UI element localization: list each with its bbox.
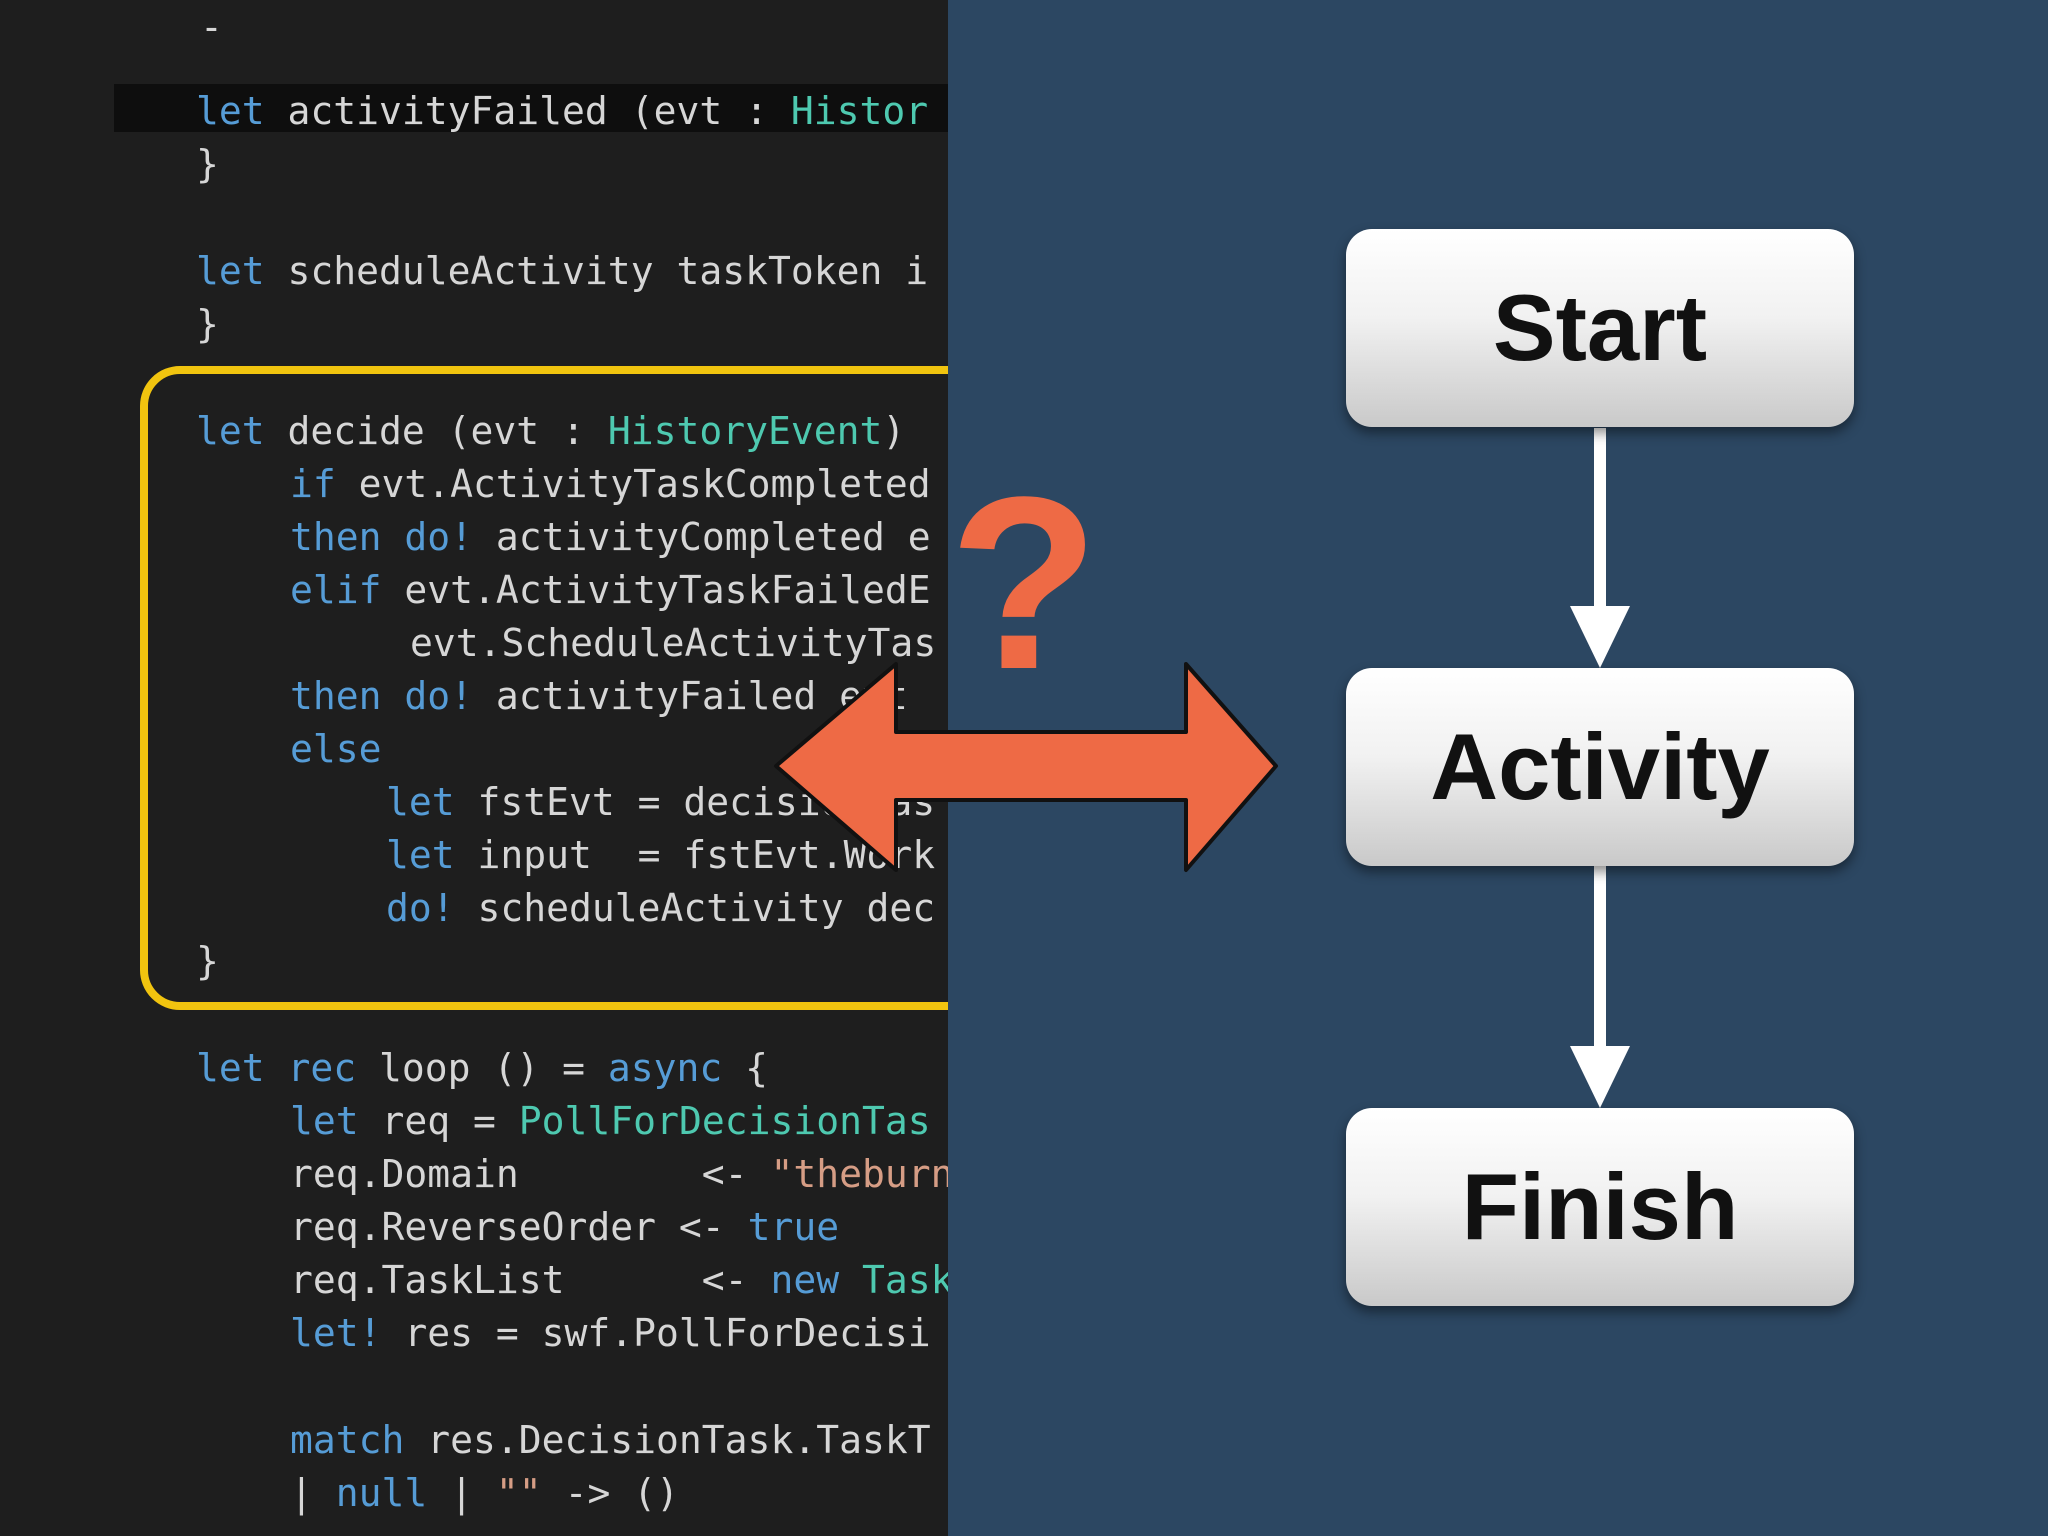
code-line: elif evt.ActivityTaskFailedE xyxy=(290,563,931,617)
code-token: do! xyxy=(404,674,474,718)
code-token: evt.ActivityTaskCompleted xyxy=(335,462,931,506)
code-token: } xyxy=(196,302,219,346)
workflow-step-activity-label: Activity xyxy=(1430,714,1770,819)
start-to-activity-connector xyxy=(1570,428,1630,668)
code-line: let scheduleActivity taskToken i xyxy=(196,244,928,298)
code-token: Histor xyxy=(790,89,929,133)
code-token: | xyxy=(427,1471,496,1515)
code-token: req.ReverseOrder <- xyxy=(290,1205,748,1249)
code-line: then do! activityCompleted e xyxy=(290,510,931,564)
code-token: let xyxy=(386,833,455,877)
code-line: - xyxy=(200,0,223,54)
activity-to-finish-connector xyxy=(1570,866,1630,1108)
code-line: } xyxy=(196,137,219,191)
code-token: let xyxy=(196,1046,265,1090)
code-token: evt.ScheduleActivityTas xyxy=(410,621,937,665)
double-headed-arrow-icon xyxy=(774,662,1278,872)
code-token: elif xyxy=(290,568,382,612)
code-token: PollForDecisionTas xyxy=(518,1099,931,1143)
code-token: req = xyxy=(358,1099,519,1143)
code-token: res = swf.PollForDecisi xyxy=(381,1311,931,1355)
code-token: loop () = xyxy=(356,1046,608,1090)
code-token: else xyxy=(290,727,382,771)
code-token: do! xyxy=(386,886,455,930)
code-token: match xyxy=(290,1418,405,1462)
code-line: } xyxy=(196,297,219,351)
code-token: activityCompleted e xyxy=(473,515,931,559)
code-line: req.TaskList <- new Task xyxy=(290,1253,948,1307)
code-token: scheduleActivity taskToken i xyxy=(264,249,929,293)
code-token: evt.ActivityTaskFailedE xyxy=(381,568,931,612)
workflow-step-finish-label: Finish xyxy=(1461,1154,1739,1259)
code-token: } xyxy=(196,939,219,983)
code-token: if xyxy=(290,462,336,506)
code-line: let! res = swf.PollForDecisi xyxy=(290,1306,931,1360)
question-mark-icon: ? xyxy=(949,446,1099,721)
code-token: let xyxy=(196,89,265,133)
code-line: do! scheduleActivity dec xyxy=(386,881,935,935)
code-token: do! xyxy=(404,515,474,559)
code-line: let decide (evt : HistoryEvent) xyxy=(196,404,905,458)
code-token: decide (evt : xyxy=(264,409,608,453)
code-line: let req = PollForDecisionTas xyxy=(290,1094,931,1148)
code-token: let xyxy=(386,780,455,824)
code-token: async xyxy=(607,1046,723,1090)
code-token: let xyxy=(196,249,265,293)
code-token: | xyxy=(290,1471,336,1515)
code-line: req.ReverseOrder <- true xyxy=(290,1200,839,1254)
code-line: | null | "" -> () xyxy=(290,1466,679,1520)
code-token: "" xyxy=(495,1471,542,1515)
workflow-step-start: Start xyxy=(1346,229,1854,427)
code-line: req.Domain <- "theburn xyxy=(290,1147,948,1201)
code-line: let activityFailed (evt : Histor xyxy=(196,84,928,138)
code-token: true xyxy=(747,1205,840,1249)
code-token: - xyxy=(200,5,223,49)
code-line: } xyxy=(196,934,219,988)
code-token: then xyxy=(290,515,382,559)
code-token: HistoryEvent xyxy=(607,409,883,453)
code-token: then xyxy=(290,674,382,718)
code-token: ) xyxy=(882,409,906,453)
current-line-highlight xyxy=(114,84,948,132)
workflow-step-finish: Finish xyxy=(1346,1108,1854,1306)
workflow-step-start-label: Start xyxy=(1492,275,1708,380)
code-token: } xyxy=(196,142,219,186)
code-token: null xyxy=(335,1471,428,1515)
code-token: rec xyxy=(287,1046,357,1090)
code-token: "theburn xyxy=(770,1152,948,1196)
code-token: new xyxy=(770,1258,840,1302)
code-token: req.Domain <- xyxy=(290,1152,771,1196)
code-line: match res.DecisionTask.TaskT xyxy=(290,1413,931,1467)
workflow-step-activity: Activity xyxy=(1346,668,1854,866)
code-token: { xyxy=(722,1046,768,1090)
code-token: let! xyxy=(290,1311,382,1355)
code-token: Task xyxy=(861,1258,948,1302)
code-token: -> () xyxy=(541,1471,679,1515)
code-token: res.DecisionTask.TaskT xyxy=(404,1418,931,1462)
code-line: else xyxy=(290,722,382,776)
code-token: let xyxy=(196,409,265,453)
code-token: activityFailed (evt : xyxy=(264,89,791,133)
code-token: let xyxy=(290,1099,359,1143)
code-line: if evt.ActivityTaskCompleted xyxy=(290,457,931,511)
code-token: req.TaskList <- xyxy=(290,1258,771,1302)
code-line: evt.ScheduleActivityTas xyxy=(410,616,936,670)
code-token: scheduleActivity dec xyxy=(454,886,936,930)
code-line: let rec loop () = async { xyxy=(196,1041,768,1095)
